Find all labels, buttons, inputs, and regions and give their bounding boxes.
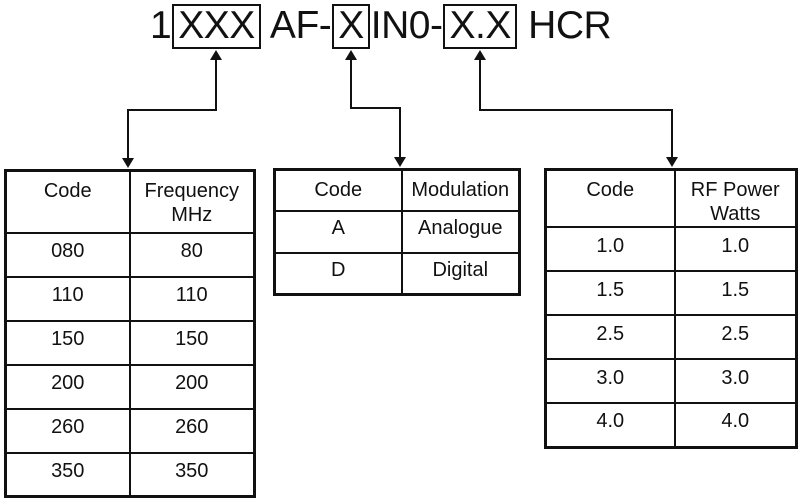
table-row: 080 80: [4, 231, 256, 278]
table-row: 3.0 3.0: [544, 358, 798, 405]
title-segment-af: AF-: [261, 4, 332, 47]
table-row: 110 110: [4, 275, 256, 322]
down-arrow-icon-rf-power: [666, 157, 678, 167]
header-cell-modulation: Modulation: [400, 168, 521, 212]
value-cell: 2.5: [673, 314, 798, 361]
value-cell: 4.0: [673, 402, 798, 449]
down-arrow-icon-frequency: [122, 158, 134, 168]
table-row: 2.5 2.5: [544, 314, 798, 361]
value-cell: 3.0: [673, 358, 798, 405]
table-row: 350 350: [4, 451, 256, 498]
code-cell: 110: [4, 275, 131, 322]
code-cell: 200: [4, 363, 131, 410]
header-cell-code: Code: [544, 168, 676, 229]
table-row: 4.0 4.0: [544, 402, 798, 449]
table-row: 200 200: [4, 363, 256, 410]
down-arrow-icon-modulation: [394, 157, 406, 167]
value-cell: 1.0: [673, 226, 798, 273]
table-row: 1.0 1.0: [544, 226, 798, 273]
code-cell: 4.0: [544, 402, 676, 449]
rf-power-code-box: X.X: [443, 3, 517, 49]
value-cell: 350: [128, 451, 256, 498]
value-cell: Analogue: [400, 209, 521, 254]
value-cell: 150: [128, 319, 256, 366]
frequency-code-box: XXX: [172, 3, 261, 49]
modulation-table: Code Modulation A Analogue D Digital: [273, 168, 521, 296]
title-prefix: 1: [150, 4, 172, 47]
model-code-title: 1 XXX AF- X IN0- X.X HCR: [150, 0, 612, 52]
table-row: 150 150: [4, 319, 256, 366]
connector-line-rf-power: [479, 58, 673, 159]
title-segment-in0: IN0-: [370, 4, 443, 47]
code-cell: 260: [4, 407, 131, 454]
frequency-table: Code Frequency MHz 080 80 110 110 150 15…: [4, 169, 256, 498]
code-cell: 1.0: [544, 226, 676, 273]
code-cell: 150: [4, 319, 131, 366]
table-row: D Digital: [273, 251, 521, 296]
value-cell: 110: [128, 275, 256, 322]
title-suffix: HCR: [517, 4, 612, 47]
value-cell: Digital: [400, 251, 521, 296]
code-cell: 2.5: [544, 314, 676, 361]
table-header-row: Code Modulation: [273, 168, 521, 212]
rf-power-table: Code RF Power Watts 1.0 1.0 1.5 1.5 2.5 …: [544, 168, 798, 449]
code-cell: D: [273, 251, 403, 296]
table-row: 260 260: [4, 407, 256, 454]
connector-line-frequency: [127, 58, 217, 160]
header-cell-code: Code: [273, 168, 403, 212]
value-cell: 1.5: [673, 270, 798, 317]
value-cell: 80: [128, 231, 256, 278]
header-cell-rf-power: RF Power Watts: [673, 168, 798, 229]
value-cell: 260: [128, 407, 256, 454]
header-cell-code: Code: [4, 169, 131, 234]
code-cell: 350: [4, 451, 131, 498]
code-cell: A: [273, 209, 403, 254]
value-cell: 200: [128, 363, 256, 410]
code-cell: 1.5: [544, 270, 676, 317]
header-cell-frequency: Frequency MHz: [128, 169, 256, 234]
table-row: 1.5 1.5: [544, 270, 798, 317]
table-row: A Analogue: [273, 209, 521, 254]
table-header-row: Code RF Power Watts: [544, 168, 798, 229]
connector-line-modulation: [350, 58, 401, 159]
code-cell: 080: [4, 231, 131, 278]
code-cell: 3.0: [544, 358, 676, 405]
modulation-code-box: X: [332, 3, 370, 49]
table-header-row: Code Frequency MHz: [4, 169, 256, 234]
